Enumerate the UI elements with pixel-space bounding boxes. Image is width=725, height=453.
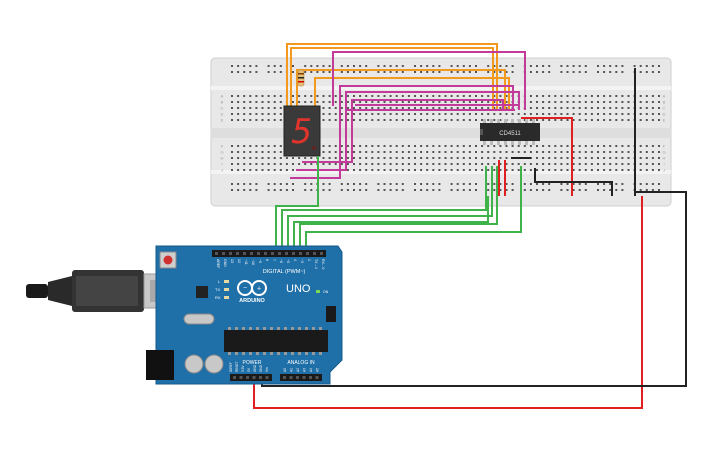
tx-label: TX xyxy=(215,287,220,292)
analog-pin-label: A4 xyxy=(309,368,313,372)
digital-pin-label: 4 xyxy=(293,259,297,261)
svg-text:−: − xyxy=(243,285,247,292)
row-label-right: F xyxy=(663,144,666,149)
digital-pin-label: 2 xyxy=(307,259,311,261)
analog-pin-label: A5 xyxy=(316,368,320,372)
wires-red-breadboard xyxy=(498,117,573,196)
chip-label: CD4511 xyxy=(499,131,521,137)
power-pin-label: GND xyxy=(259,364,263,372)
digital-pin-label: ~11 xyxy=(244,259,248,265)
l-led xyxy=(224,280,229,283)
analog-pin-label: A1 xyxy=(290,368,294,372)
wires-black-breadboard xyxy=(511,68,636,196)
wire-red-power xyxy=(253,196,643,409)
row-label-right: B xyxy=(663,100,666,105)
power-label: POWER xyxy=(243,360,262,366)
analog-pin-label: A3 xyxy=(303,368,307,372)
digital-header xyxy=(212,250,326,257)
row-label-left: F xyxy=(221,144,224,149)
logo-text: ARDUINO xyxy=(239,298,265,304)
analog-header xyxy=(280,374,322,381)
seven-segment-display: 5 xyxy=(283,105,321,157)
capacitor-right xyxy=(204,354,224,374)
row-label-right: J xyxy=(663,168,665,173)
digital-pin-label: ~6 xyxy=(279,259,283,263)
resistor xyxy=(297,69,305,87)
digital-label: DIGITAL (PWM~) xyxy=(263,269,306,275)
row-label-right: A xyxy=(663,94,666,99)
digital-pin-label: 7 xyxy=(272,259,276,261)
usb-controller-chip xyxy=(196,286,208,298)
row-label-left: G xyxy=(220,150,223,155)
digital-pin-label: GND xyxy=(223,259,227,267)
wires-orange xyxy=(286,43,510,110)
row-label-right: C xyxy=(663,106,666,111)
cd4511-chip: CD4511 xyxy=(480,119,540,145)
rx-led xyxy=(224,296,229,299)
digital-pin-label: TX→1 xyxy=(314,259,318,269)
tx-led xyxy=(224,288,229,291)
crystal xyxy=(183,313,215,325)
power-pin-label: GND xyxy=(253,364,257,372)
row-label-right: I xyxy=(663,162,664,167)
digital-pin-label: 13 xyxy=(230,259,234,263)
capacitor-left xyxy=(184,354,204,374)
on-label: ON xyxy=(323,290,329,294)
row-label-left: D xyxy=(221,112,224,117)
row-label-left: C xyxy=(221,106,224,111)
atmega-chip xyxy=(224,330,328,352)
power-pin-label: 5V xyxy=(247,367,251,372)
row-label-left: H xyxy=(221,156,224,161)
digital-pin-label: AREF xyxy=(216,259,220,268)
digital-pin-label: RX←0 xyxy=(321,259,325,269)
dc-jack xyxy=(146,350,174,380)
power-pin-label: RESET xyxy=(235,361,239,372)
analog-label: ANALOG IN xyxy=(287,360,315,366)
digital-pin-label: 8 xyxy=(265,259,269,261)
power-header xyxy=(230,374,272,381)
model-label: UNO xyxy=(286,283,311,295)
digital-pin-label: ~10 xyxy=(251,259,255,265)
digital-pin-label: ~5 xyxy=(286,259,290,263)
l-label: L xyxy=(218,279,221,284)
row-label-right: G xyxy=(662,150,665,155)
arduino-logo: − + xyxy=(237,280,267,296)
analog-pin-label: A2 xyxy=(296,368,300,372)
power-pin-label: 3.3V xyxy=(241,365,245,372)
row-label-left: B xyxy=(221,100,224,105)
wires-magenta xyxy=(290,51,526,179)
row-label-right: H xyxy=(663,156,666,161)
power-pin-label: Vin xyxy=(265,367,269,372)
wires-green xyxy=(275,156,522,252)
on-led xyxy=(316,290,320,293)
row-label-left: A xyxy=(221,94,224,99)
row-label-left: I xyxy=(221,162,222,167)
digital-pin-label: ~3 xyxy=(300,259,304,263)
analog-pin-label: A0 xyxy=(283,368,287,372)
digital-pin-label: 12 xyxy=(237,259,241,263)
icsp-header xyxy=(326,306,336,322)
rx-label: RX xyxy=(215,295,221,300)
row-label-left: J xyxy=(221,168,223,173)
row-label-right: E xyxy=(663,118,666,123)
power-pin-label: IOREF xyxy=(229,362,233,372)
row-label-left: E xyxy=(221,118,224,123)
svg-text:+: + xyxy=(257,286,261,293)
display-digit: 5 xyxy=(292,112,312,152)
digital-pin-label: ~9 xyxy=(258,259,262,263)
row-label-right: D xyxy=(663,112,666,117)
usb-cable xyxy=(26,270,175,312)
